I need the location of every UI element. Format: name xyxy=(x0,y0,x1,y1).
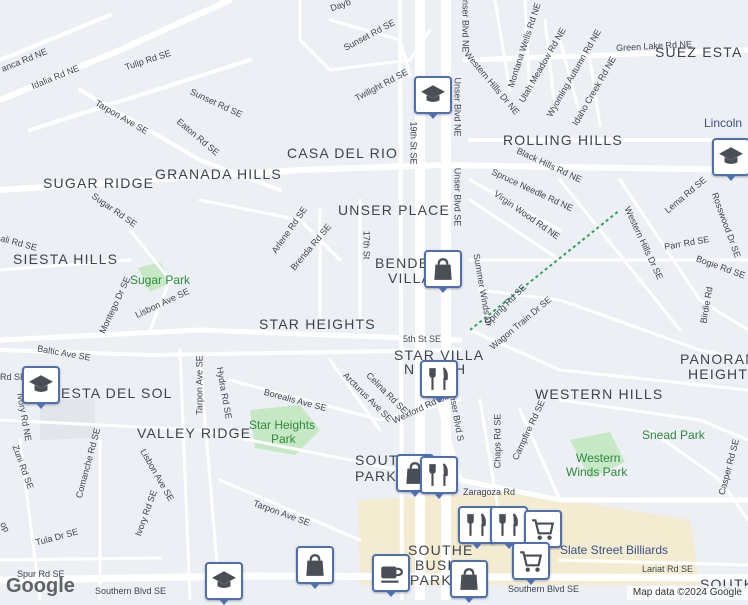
road-5th: 5th St SE xyxy=(403,334,442,344)
shopping-pin-bender[interactable] xyxy=(424,250,462,293)
area-south-park-2: PARK xyxy=(355,468,397,484)
area-rolling-hills: ROLLING HILLS xyxy=(503,132,623,148)
park-western-winds-1[interactable]: Western xyxy=(576,451,621,465)
area-bender-villa-2: VILLA xyxy=(388,270,433,286)
poi-lincoln[interactable]: Lincoln xyxy=(704,116,743,130)
park-star-heights-1[interactable]: Star Heights xyxy=(249,418,316,432)
graduation-cap-icon xyxy=(421,85,445,103)
school-pin-lincoln[interactable] xyxy=(712,138,748,181)
restaurant-pin-star-villa[interactable] xyxy=(420,360,458,403)
area-granada-hills: GRANADA HILLS xyxy=(155,166,282,182)
area-suez-estates: SUEZ ESTA xyxy=(655,44,743,60)
road-unser-se: Unser Blvd SE xyxy=(452,167,463,227)
school-pin[interactable] xyxy=(414,76,452,119)
cafe-pin-business[interactable] xyxy=(372,554,410,597)
shopping-pin-business-1[interactable] xyxy=(296,546,334,589)
park-western-winds-2[interactable]: Winds Park xyxy=(566,465,628,479)
shopping-cart-icon xyxy=(532,519,555,540)
road-spur: Spur Rd SE xyxy=(17,569,65,579)
shopping-pin-business-2[interactable] xyxy=(450,560,488,603)
western-winds-park-area xyxy=(570,432,625,478)
road-chaps: Chaps Rd SE xyxy=(492,413,503,469)
poi-slate-street-billiards[interactable]: Slate Street Billiards xyxy=(560,543,669,557)
fork-knife-icon xyxy=(429,367,448,390)
trail xyxy=(469,209,621,331)
school-pin-siesta[interactable] xyxy=(22,366,60,409)
park-snead-park[interactable]: Snead Park xyxy=(642,428,705,442)
coffee-cup-icon xyxy=(381,566,403,583)
park-star-heights-2[interactable]: Park xyxy=(271,432,296,446)
area-casa-del-rio: CASA DEL RIO xyxy=(287,145,399,161)
area-unser-place: UNSER PLACE xyxy=(338,202,451,218)
grocery-pin-business-2[interactable] xyxy=(512,542,550,585)
fork-knife-icon xyxy=(467,513,486,536)
graduation-cap-icon xyxy=(212,571,236,589)
area-star-heights: STAR HEIGHTS xyxy=(259,316,376,332)
shopping-cart-icon xyxy=(520,551,543,572)
road-19th: 19th St SE xyxy=(408,121,419,165)
area-panorama-heights-1: PANORAN xyxy=(680,351,748,367)
area-star-villa-north-1: STAR VILLA xyxy=(394,347,485,363)
map-data-credit[interactable]: Map data ©2024 Google xyxy=(626,586,748,600)
road-lat: Rd SE xyxy=(0,372,27,382)
shopping-bag-icon xyxy=(460,568,478,590)
road-tarpon-mid: Tarpon Ave SE xyxy=(194,355,205,415)
area-star-villa-north-2: N xyxy=(404,361,416,377)
area-star-villa-north-3: H xyxy=(455,361,467,377)
area-south-park-1: SOUTH xyxy=(355,452,410,468)
school-pin-spur[interactable] xyxy=(205,562,243,605)
google-logo: Google xyxy=(6,575,75,597)
area-sugar-ridge: SUGAR RIDGE xyxy=(43,175,155,191)
graduation-cap-icon xyxy=(719,147,743,165)
area-valley-ridge: VALLEY RIDGE xyxy=(137,425,252,441)
graduation-cap-icon xyxy=(29,375,53,393)
restaurant-pin-business-2[interactable] xyxy=(490,506,528,549)
area-bender-villa-1: BENDE xyxy=(375,255,430,271)
area-siesta-del-sol: ESTA DEL SOL xyxy=(61,385,173,401)
shopping-bag-icon xyxy=(406,462,424,484)
road-lariat: Lariat Rd SE xyxy=(642,564,694,574)
road-unser-top: Unser Blvd NE xyxy=(460,0,471,53)
area-western-hills: WESTERN HILLS xyxy=(535,386,664,402)
road-southern-left: Southern Blvd SE xyxy=(95,586,167,596)
fork-knife-icon xyxy=(499,513,518,536)
road-17th: 17th St xyxy=(361,230,372,260)
road-southern-right: Southern Blvd SE xyxy=(508,584,580,594)
area-southern-business-1: SOUTHE xyxy=(408,542,474,558)
shopping-bag-icon xyxy=(434,258,452,280)
restaurant-pin-south-park[interactable] xyxy=(420,456,458,499)
park-sugar-park[interactable]: Sugar Park xyxy=(130,273,191,287)
road-unser-mid: Unser Blvd NE xyxy=(452,77,463,137)
shopping-bag-icon xyxy=(306,554,324,576)
school-grounds xyxy=(40,398,95,440)
area-siesta-hills: SIESTA HILLS xyxy=(13,251,119,267)
road-zaragoza: Zaragoza Rd xyxy=(463,487,516,497)
area-panorama-heights-2: HEIGHT xyxy=(688,366,748,382)
fork-knife-icon xyxy=(429,463,448,486)
